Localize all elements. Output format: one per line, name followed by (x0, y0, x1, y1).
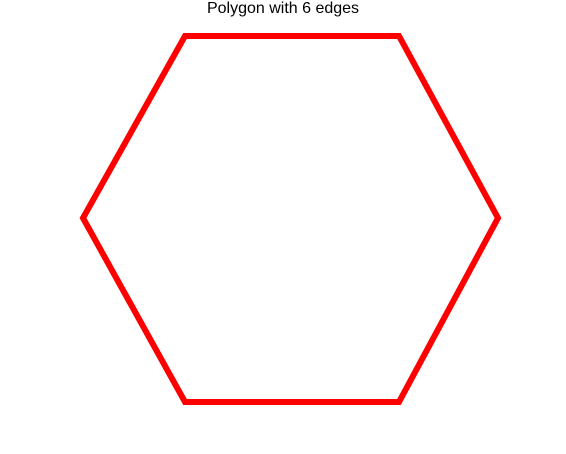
hexagon-polygon (79, 33, 502, 405)
figure-title: Polygon with 6 edges (206, 0, 360, 17)
